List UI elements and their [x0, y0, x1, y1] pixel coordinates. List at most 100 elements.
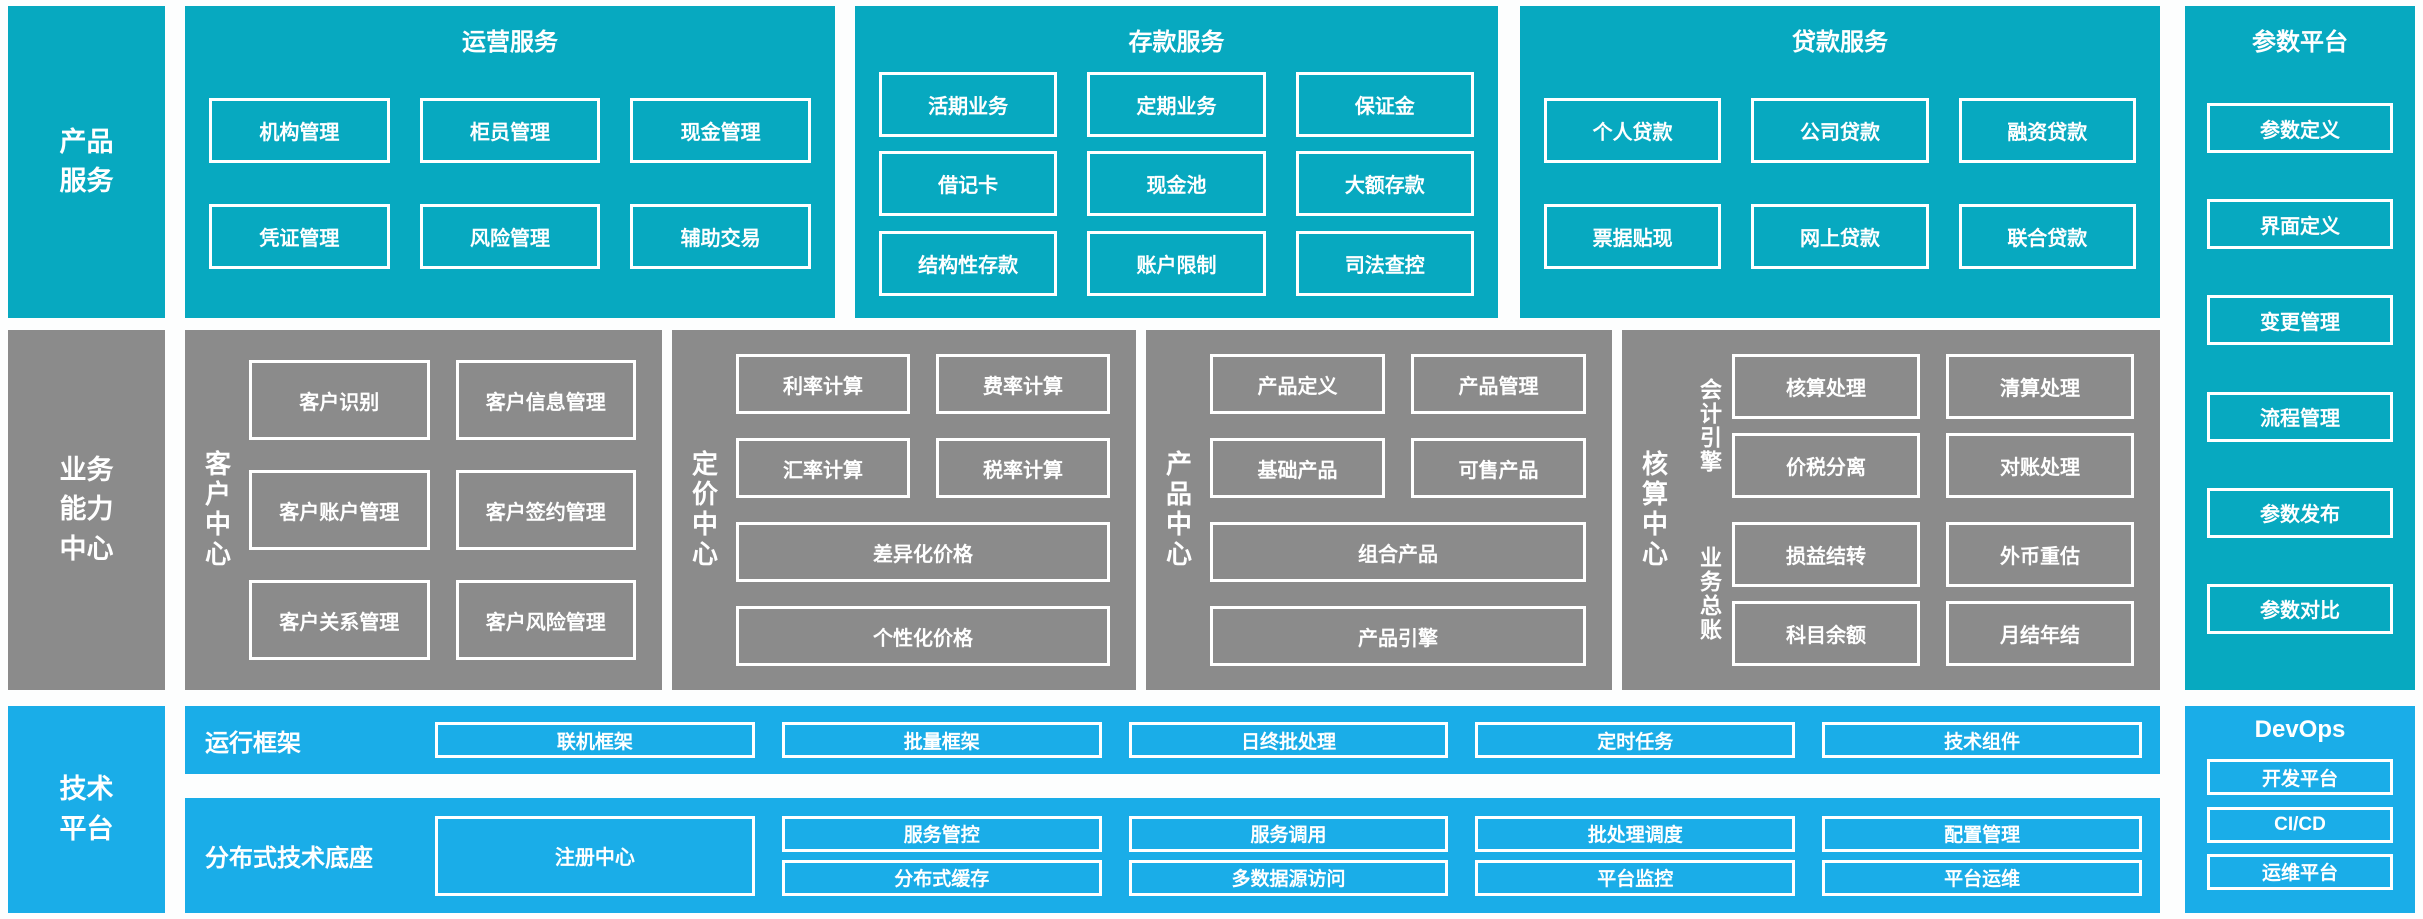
- section-operation-services: 运营服务 机构管理 柜员管理 现金管理 凭证管理 风险管理 辅助交易: [185, 6, 835, 318]
- node: 结构性存款: [879, 230, 1058, 296]
- section-title: 参数平台: [2252, 29, 2348, 56]
- node: 运维平台: [2207, 853, 2393, 890]
- node: 客户账户管理: [249, 470, 430, 550]
- node: 产品定义: [1210, 354, 1385, 414]
- rail-label-product-services: 产品 服务: [8, 6, 165, 318]
- group-vertical-title: 业务总账: [1697, 546, 1722, 642]
- node: 现金池: [1087, 151, 1266, 216]
- section-grid: 机构管理 柜员管理 现金管理 凭证管理 风险管理 辅助交易: [185, 57, 835, 318]
- section-vertical-title: 核算中心: [1638, 450, 1669, 570]
- node: 客户风险管理: [455, 580, 636, 660]
- section-vertical-title: 客户中心: [201, 450, 232, 570]
- node: 清算处理: [1946, 354, 2134, 419]
- section-vertical-title: 产品中心: [1162, 450, 1193, 570]
- node: 联合贷款: [1958, 204, 2136, 269]
- section-title: 存款服务: [1128, 29, 1225, 56]
- section-groups: 会计引擎 核算处理 清算处理 价税分离 对账处理 业务总账 损益结转 外币重估 …: [1686, 330, 2160, 690]
- node: 借记卡: [879, 151, 1058, 216]
- node: 个性化价格: [736, 606, 1110, 666]
- node: 现金管理: [630, 98, 811, 163]
- node: 批量框架: [781, 722, 1102, 758]
- rail-label-business-capability-center: 业务 能力 中心: [8, 330, 165, 690]
- node: 平台运维: [1822, 859, 2142, 896]
- node: 基础产品: [1210, 438, 1385, 498]
- node: 定期业务: [1087, 71, 1266, 137]
- node: 联机框架: [435, 722, 755, 758]
- node: 损益结转: [1732, 522, 1920, 587]
- section-pricing-center: 定价中心 利率计算 费率计算 汇率计算 税率计算 差异化价格 个性化价格: [672, 330, 1136, 690]
- node: 利率计算: [736, 354, 910, 414]
- node: 票据贴现: [1544, 204, 1722, 269]
- node: 变更管理: [2207, 295, 2393, 346]
- node: 网上贷款: [1751, 204, 1929, 269]
- node: 服务调用: [1128, 815, 1449, 852]
- node: 风险管理: [419, 204, 601, 269]
- row-title: 分布式技术底座: [205, 845, 373, 872]
- section-title: 贷款服务: [1792, 29, 1888, 56]
- node: 税率计算: [936, 438, 1110, 498]
- node: 保证金: [1295, 71, 1474, 137]
- node: 日终批处理: [1128, 722, 1449, 758]
- node: 个人贷款: [1544, 98, 1722, 163]
- section-distributed-tech-base: 分布式技术底座 注册中心 服务管控 服务调用 批处理调度 配置管理 分布式缓存 …: [185, 798, 2160, 913]
- rail-label-technology-platform: 技术 平台: [8, 706, 165, 913]
- node: 多数据源访问: [1128, 859, 1449, 896]
- section-grid: 客户识别 客户信息管理 客户账户管理 客户签约管理 客户关系管理 客户风险管理: [249, 330, 662, 690]
- section-grid: 利率计算 费率计算 汇率计算 税率计算 差异化价格 个性化价格: [736, 330, 1136, 690]
- node: 产品管理: [1411, 354, 1586, 414]
- node: 柜员管理: [419, 98, 601, 163]
- section-accounting-center: 核算中心 会计引擎 核算处理 清算处理 价税分离 对账处理 业务总账 损益结转 …: [1622, 330, 2160, 690]
- section-customer-center: 客户中心 客户识别 客户信息管理 客户账户管理 客户签约管理 客户关系管理 客户…: [185, 330, 662, 690]
- section-product-center: 产品中心 产品定义 产品管理 基础产品 可售产品 组合产品 产品引擎: [1146, 330, 1612, 690]
- node: 参数发布: [2207, 487, 2393, 538]
- section-items: 参数定义 界面定义 变更管理 流程管理 参数发布 参数对比: [2185, 57, 2415, 690]
- node: 组合产品: [1210, 522, 1586, 582]
- node: 客户关系管理: [249, 580, 430, 660]
- section-grid: 个人贷款 公司贷款 融资贷款 票据贴现 网上贷款 联合贷款: [1520, 57, 2160, 318]
- node: 费率计算: [936, 354, 1110, 414]
- row-grid: 注册中心 服务管控 服务调用 批处理调度 配置管理 分布式缓存 多数据源访问 平…: [435, 815, 2142, 896]
- node: 参数定义: [2207, 103, 2393, 154]
- node: 公司贷款: [1751, 98, 1929, 163]
- node: 开发平台: [2207, 759, 2393, 796]
- section-title: DevOps: [2254, 716, 2346, 743]
- group-grid: 核算处理 清算处理 价税分离 对账处理: [1732, 354, 2134, 498]
- section-loan-services: 贷款服务 个人贷款 公司贷款 融资贷款 票据贴现 网上贷款 联合贷款: [1520, 6, 2160, 318]
- section-devops: DevOps 开发平台 CI/CD 运维平台: [2185, 706, 2415, 913]
- section-items: 开发平台 CI/CD 运维平台: [2185, 744, 2415, 913]
- node: 注册中心: [435, 815, 755, 896]
- group-accounting-engine: 会计引擎 核算处理 清算处理 价税分离 对账处理: [1686, 354, 2134, 498]
- node: 司法查控: [1295, 230, 1474, 296]
- section-parameter-platform: 参数平台 参数定义 界面定义 变更管理 流程管理 参数发布 参数对比: [2185, 6, 2415, 690]
- node: 机构管理: [209, 98, 390, 163]
- node: CI/CD: [2207, 806, 2393, 843]
- node: 平台监控: [1475, 859, 1796, 896]
- node: 分布式缓存: [781, 859, 1102, 896]
- node: 服务管控: [781, 815, 1102, 852]
- node: 大额存款: [1295, 151, 1474, 216]
- node: 配置管理: [1822, 815, 2142, 852]
- node: 辅助交易: [630, 204, 811, 269]
- node: 定时任务: [1475, 722, 1796, 758]
- node: 差异化价格: [736, 522, 1110, 582]
- node: 科目余额: [1732, 601, 1920, 666]
- node: 活期业务: [879, 71, 1058, 137]
- row-title: 运行框架: [205, 729, 301, 757]
- node: 参数对比: [2207, 583, 2393, 634]
- node: 外币重估: [1946, 522, 2134, 587]
- node: 流程管理: [2207, 391, 2393, 442]
- group-vertical-title: 会计引擎: [1697, 378, 1722, 474]
- group-grid: 损益结转 外币重估 科目余额 月结年结: [1732, 522, 2134, 666]
- node: 凭证管理: [209, 204, 390, 269]
- section-deposit-services: 存款服务 活期业务 定期业务 保证金 借记卡 现金池 大额存款 结构性存款 账户…: [855, 6, 1498, 318]
- section-vertical-title: 定价中心: [688, 450, 719, 570]
- node: 产品引擎: [1210, 606, 1586, 666]
- node: 客户信息管理: [455, 360, 636, 440]
- node: 批处理调度: [1475, 815, 1796, 852]
- node: 对账处理: [1946, 433, 2134, 498]
- node: 客户识别: [249, 360, 430, 440]
- node: 汇率计算: [736, 438, 910, 498]
- section-grid: 活期业务 定期业务 保证金 借记卡 现金池 大额存款 结构性存款 账户限制 司法…: [855, 57, 1498, 318]
- node: 价税分离: [1732, 433, 1920, 498]
- node: 技术组件: [1822, 722, 2142, 758]
